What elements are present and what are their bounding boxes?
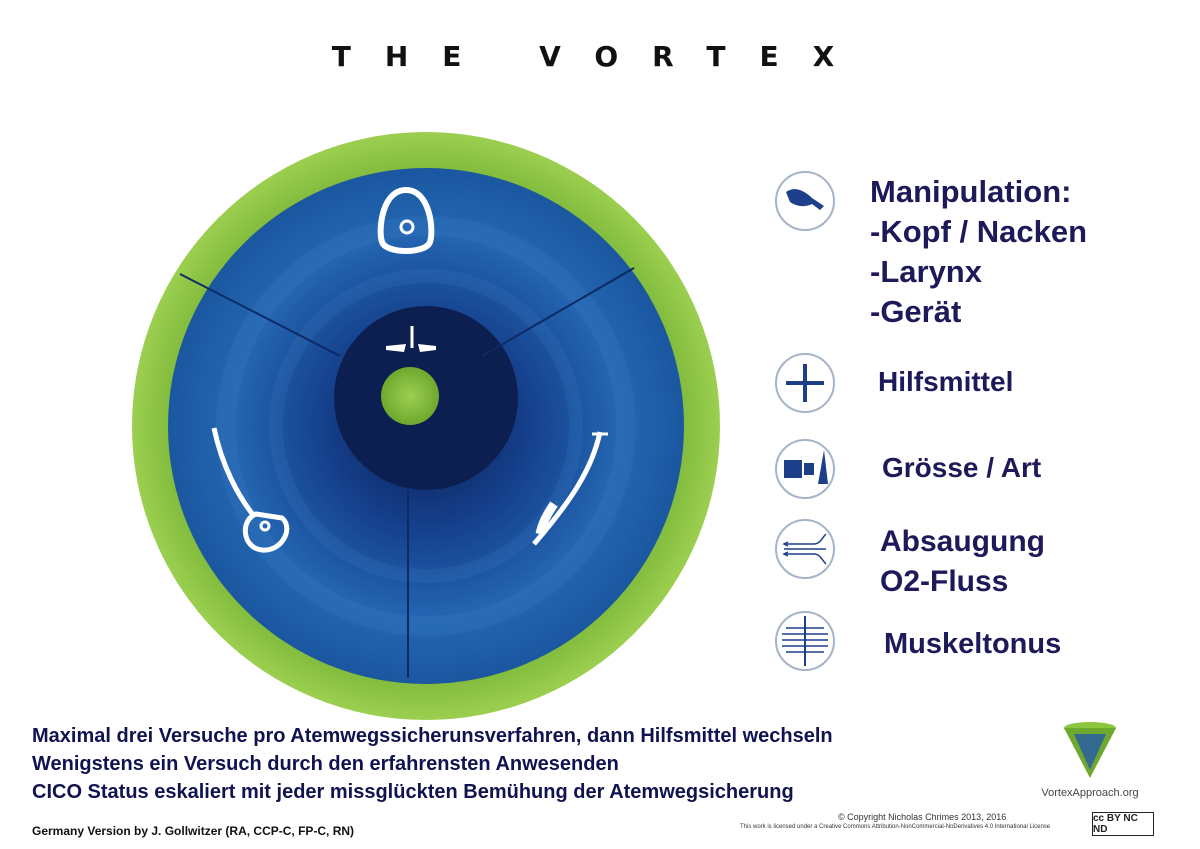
legend-manipulation: Manipulation: -Kopf / Nacken -Larynx -Ge…	[774, 170, 1087, 332]
vortex-logo: VortexApproach.org	[1040, 720, 1140, 799]
airway-marker-icon	[386, 326, 436, 352]
legend-text-line: -Gerät	[870, 294, 962, 329]
license-text: This work is licensed under a Creative C…	[740, 824, 1051, 830]
legend-text-line: O2-Fluss	[880, 565, 1009, 598]
legend-text-line: Absaugung	[880, 525, 1045, 558]
endotracheal-tube-icon	[532, 431, 608, 546]
plus-icon	[774, 352, 836, 414]
legend-absaugung: Absaugung O2-Fluss	[774, 518, 1045, 602]
green-center	[381, 367, 439, 425]
cc-license-badge[interactable]: cc BY NC ND	[1092, 812, 1154, 836]
legend-text-line: Muskeltonus	[884, 628, 1062, 660]
facemask-icon	[377, 186, 435, 254]
legend-text-line: Hilfsmittel	[878, 366, 1014, 397]
copyright-text: © Copyright Nicholas Chrimes 2013, 2016	[838, 812, 1007, 822]
legend-hilfsmittel: Hilfsmittel	[774, 352, 1013, 414]
guidance-notes: Maximal drei Versuche pro Atemwegssicher…	[32, 722, 833, 806]
sector-divider	[481, 267, 635, 357]
legend-text-line: -Kopf / Nacken	[870, 214, 1088, 249]
version-credit: Germany Version by J. Gollwitzer (RA, CC…	[32, 824, 355, 838]
legend-muskeltonus: Muskeltonus	[774, 610, 1061, 672]
sector-divider	[179, 273, 341, 357]
note-line: CICO Status eskaliert mit jeder missglüc…	[32, 781, 794, 803]
legend-groesse-art: Grösse / Art	[774, 438, 1041, 500]
muscle-icon	[774, 610, 836, 672]
note-line: Maximal drei Versuche pro Atemwegssicher…	[32, 725, 833, 747]
vortex-diagram	[132, 132, 720, 720]
legend-text-line: -Larynx	[870, 254, 982, 289]
size-type-icon	[774, 438, 836, 500]
flow-icon	[774, 518, 836, 580]
note-line: Wenigstens ein Versuch durch den erfahre…	[32, 753, 619, 775]
legend-text-line: Grösse / Art	[882, 452, 1042, 483]
diagram-title: THE VORTEX	[331, 40, 869, 73]
legend-text-line: Manipulation:	[870, 174, 1072, 209]
hand-icon	[774, 170, 836, 232]
supraglottic-airway-icon	[211, 427, 290, 553]
logo-text: VortexApproach.org	[1041, 787, 1139, 799]
funnel-logo-icon	[1064, 722, 1116, 778]
